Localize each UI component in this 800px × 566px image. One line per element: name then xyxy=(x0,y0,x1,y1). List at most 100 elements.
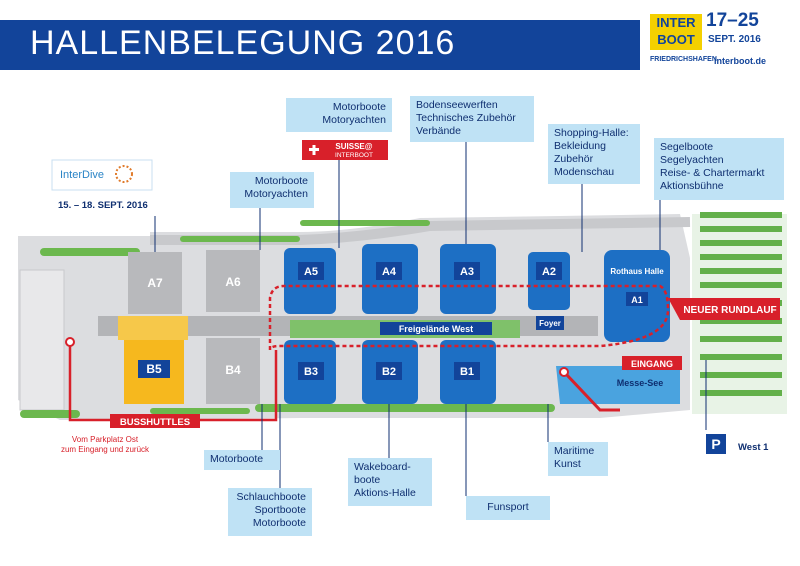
hall-a2-sign xyxy=(536,262,562,280)
hall-b2-label: B2 xyxy=(382,366,396,378)
shuttle-stop xyxy=(65,337,75,347)
label-a4-line2: Technisches Zubehör xyxy=(416,112,516,124)
rundlauf-label: NEUER RUNDLAUF xyxy=(683,305,776,316)
hall-b5-label: B5 xyxy=(146,362,162,376)
hall-b2-sign xyxy=(376,362,402,380)
logo-city: FRIEDRICHSHAFEN xyxy=(650,56,717,63)
hall-b4[interactable] xyxy=(206,338,260,404)
entrance-route xyxy=(564,372,620,412)
label-a1-line1: Segelboote xyxy=(660,141,714,153)
label-b4-line1: Motorboote xyxy=(210,453,264,465)
label-b3-line2: Sportboote xyxy=(254,504,306,516)
logo-inter-text: INTER xyxy=(656,15,696,30)
interdive-name: InterDive xyxy=(60,169,104,181)
tree-lines xyxy=(20,220,555,418)
interboot-logo[interactable]: INTER BOOT 17–25 SEPT. 2016 FRIEDRICHSHA… xyxy=(650,8,780,70)
hall-a1-label: A1 xyxy=(631,295,643,305)
logo-dates: 17–25 xyxy=(706,10,759,31)
messe-see-label: Messe-See xyxy=(617,378,664,388)
label-a1-line2: Segelyachten xyxy=(660,154,724,166)
hall-b1-sign xyxy=(454,362,480,380)
foyer-label: Foyer xyxy=(539,319,561,328)
busshuttles-label: BUSSHUTTLES xyxy=(120,417,190,428)
page-title: HALLENBELEGUNG 2016 xyxy=(30,24,456,62)
header: HALLENBELEGUNG 2016 INTER BOOT 17–25 SEP… xyxy=(0,0,800,88)
hall-a7-label: A7 xyxy=(147,276,163,290)
label-b3-line3: Motorboote xyxy=(252,517,306,529)
hall-a4-label: A4 xyxy=(382,266,397,278)
logo-sept: SEPT. 2016 xyxy=(708,34,761,45)
hall-a2[interactable] xyxy=(528,252,570,310)
label-a6-line2: Motoryachten xyxy=(244,188,308,200)
eingang-banner xyxy=(622,356,682,370)
parking-symbol: P xyxy=(711,436,720,452)
rundlauf-banner xyxy=(668,298,780,320)
interdive-dates: 15. – 18. SEPT. 2016 xyxy=(58,200,148,211)
label-b3-line1: Schlauchboote xyxy=(236,491,306,503)
leader-lines xyxy=(154,142,707,496)
parking-label: West 1 xyxy=(738,442,769,453)
suisse-badge[interactable] xyxy=(302,140,388,160)
hall-a4-sign xyxy=(376,262,402,280)
label-a1-line4: Aktionsbühne xyxy=(660,180,724,192)
a-halls: A5 A4 A3 A2 Rothaus Halle A1 xyxy=(284,244,670,342)
hall-a5-label: A5 xyxy=(304,266,318,278)
label-b2-line1: Wakeboard- xyxy=(354,461,411,473)
label-see-line2: Kunst xyxy=(554,458,581,470)
label-b4: Motorboote xyxy=(204,450,280,470)
label-a2-line3: Zubehör xyxy=(554,153,594,165)
suisse-line-1: SUISSE@ xyxy=(335,142,372,151)
suisse-line-2: INTERBOOT xyxy=(335,152,373,159)
parking-icon[interactable] xyxy=(706,434,726,454)
hall-a5[interactable] xyxy=(284,248,336,314)
label-a4: Bodenseewerften Technisches Zubehör Verb… xyxy=(410,96,534,142)
label-see: Maritime Kunst xyxy=(548,442,608,476)
hall-b5-sign xyxy=(138,360,170,378)
logo-boot-text: BOOT xyxy=(657,32,695,47)
label-a2-line2: Bekleidung xyxy=(554,140,606,152)
freigelaende-label: Freigelände West xyxy=(399,324,473,334)
label-a2-line4: Modenschau xyxy=(554,166,615,178)
hall-b1-label: B1 xyxy=(460,366,474,378)
hall-a6-label: A6 xyxy=(225,275,241,289)
label-b2: Wakeboard- boote Aktions-Halle xyxy=(348,458,432,506)
swiss-cross-v xyxy=(312,145,316,155)
hall-a2-label: A2 xyxy=(542,266,556,278)
hall-a6[interactable] xyxy=(206,250,260,312)
label-a6: Motorboote Motoryachten xyxy=(230,172,314,208)
label-a5-line1: Motorboote xyxy=(332,101,386,113)
hall-b3-label: B3 xyxy=(304,366,318,378)
foyer[interactable] xyxy=(536,316,564,330)
label-b3: Schlauchboote Sportboote Motorboote xyxy=(228,488,312,536)
label-a4-line1: Bodenseewerften xyxy=(416,99,498,111)
label-a1: Segelboote Segelyachten Reise- & Charter… xyxy=(654,138,784,200)
label-a5-line2: Motoryachten xyxy=(322,114,386,126)
hall-a7[interactable] xyxy=(128,252,182,314)
b-halls: B3 B2 B1 xyxy=(284,340,496,404)
road-top xyxy=(150,217,691,245)
rothaus-label: Rothaus Halle xyxy=(610,267,664,276)
freigelaende-label-bg xyxy=(380,322,492,335)
title-band xyxy=(0,20,640,70)
hall-b5-annex xyxy=(118,316,188,340)
label-a1-line3: Reise- & Chartermarkt xyxy=(660,167,765,179)
label-b1: Funsport xyxy=(466,496,550,520)
label-a5: Motorboote Motoryachten xyxy=(286,98,392,132)
label-a6-line1: Motorboote xyxy=(254,175,308,187)
label-b1-line1: Funsport xyxy=(487,501,529,513)
rundlauf-route xyxy=(268,284,670,351)
label-see-line1: Maritime xyxy=(554,445,595,457)
label-a2: Shopping-Halle: Bekleidung Zubehör Moden… xyxy=(548,124,640,184)
logo-url[interactable]: interboot.de xyxy=(714,56,766,66)
label-b2-line3: Aktions-Halle xyxy=(354,487,416,499)
hall-b4-label: B4 xyxy=(225,363,241,377)
hall-a3-sign xyxy=(454,262,480,280)
interdive-logo[interactable] xyxy=(51,159,153,191)
parking-area-left xyxy=(19,269,65,411)
entrance-stop xyxy=(559,367,569,377)
hall-a1-sign xyxy=(626,292,648,306)
label-a4-line3: Verbände xyxy=(416,125,461,137)
label-a2-line1: Shopping-Halle: xyxy=(554,127,629,139)
parkplatz-note-1: Vom Parkplatz Ost xyxy=(72,435,139,444)
